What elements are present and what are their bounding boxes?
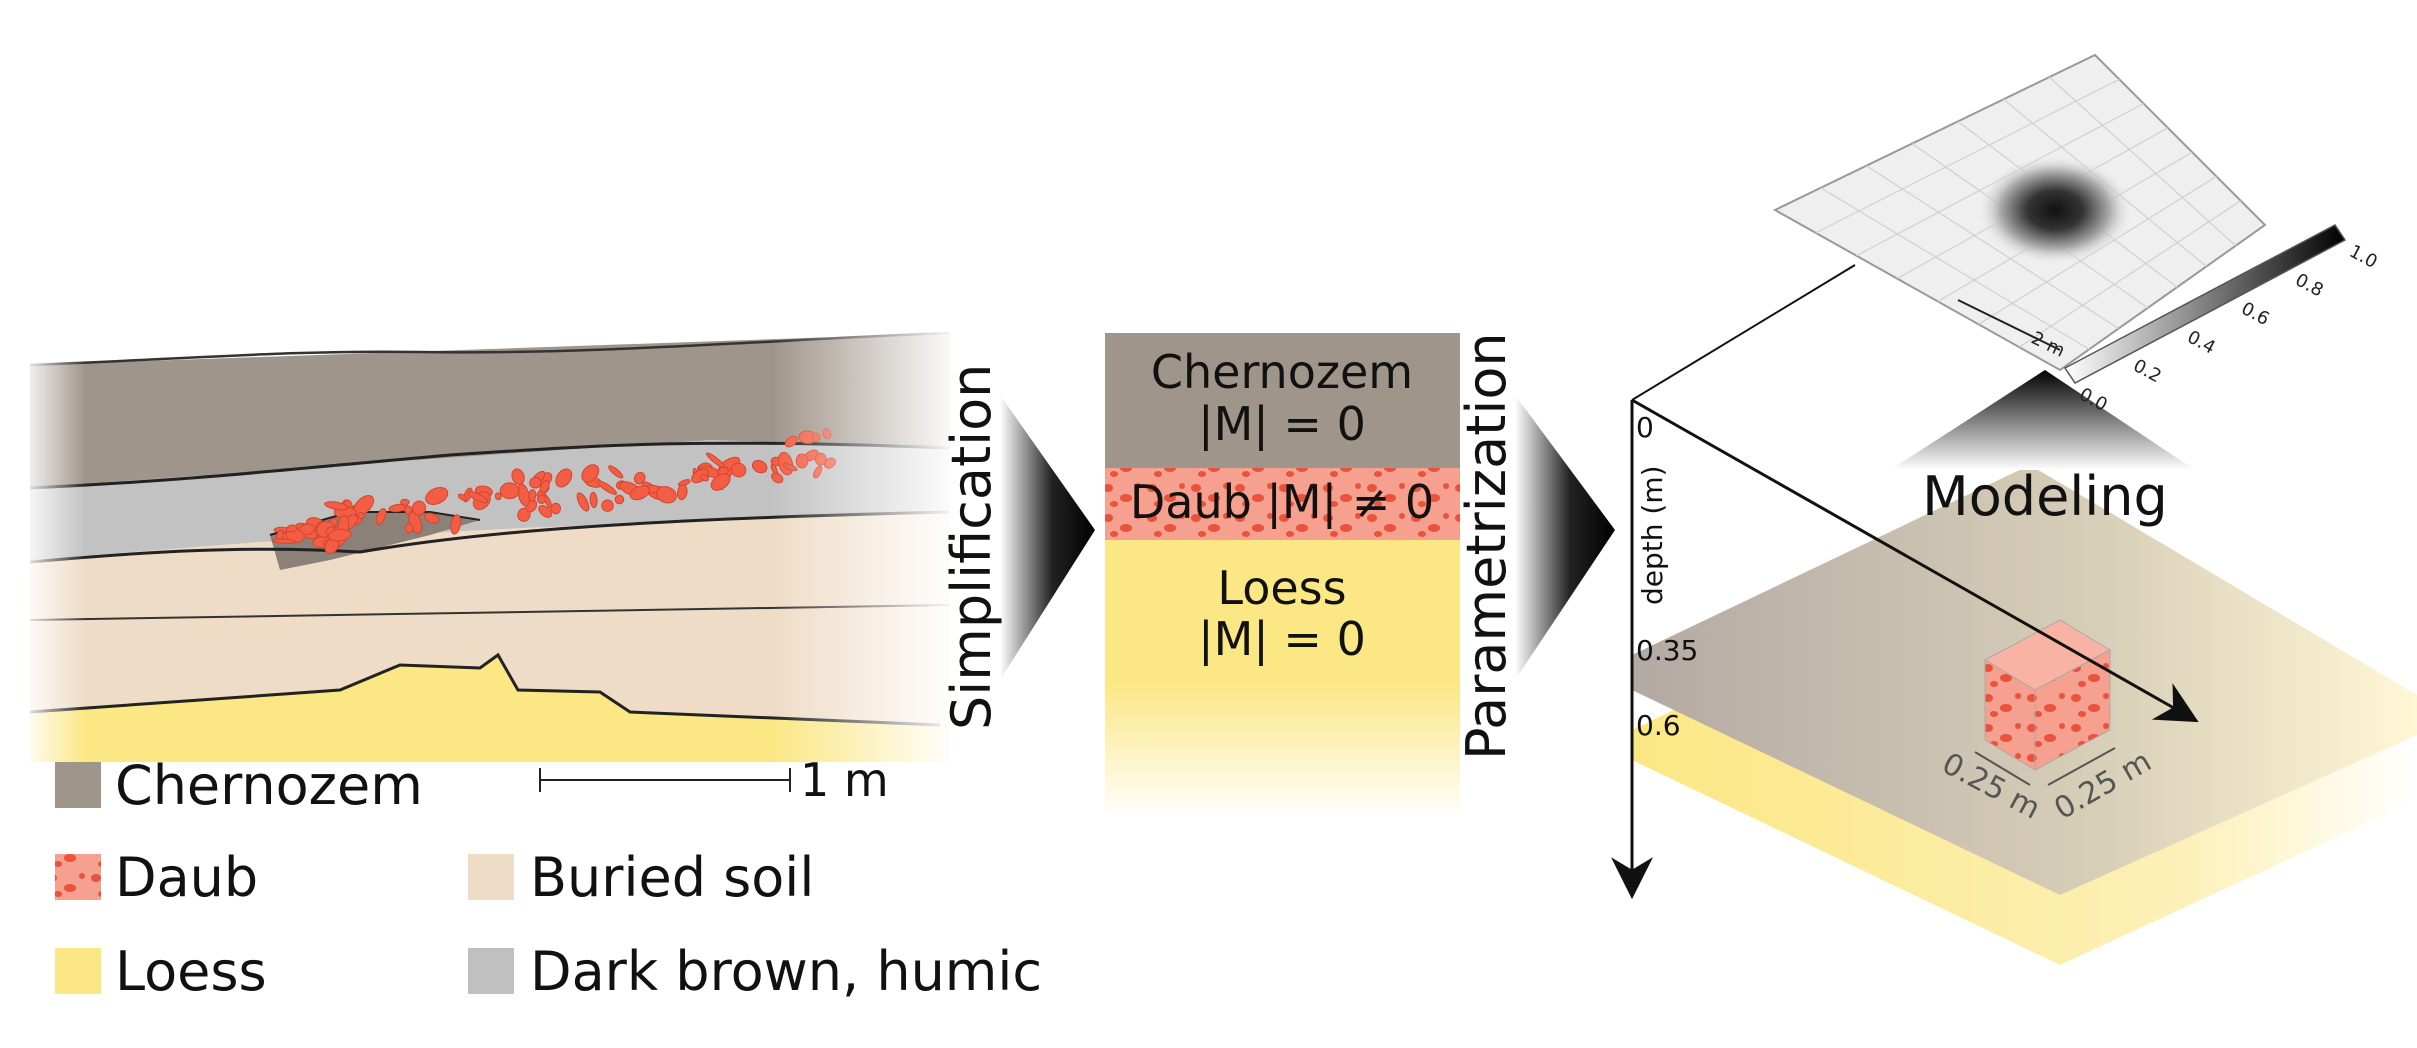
profile-scale-bar: 1 m	[539, 753, 889, 807]
legend-item-daub: Daub	[55, 846, 258, 909]
legend-swatch-buried-soil	[468, 854, 514, 900]
anomaly-map: 2 m 0.00.20.40.60.81.0	[1772, 53, 2381, 416]
step-label-modeling: Modeling	[1922, 465, 2168, 528]
legend-swatch-daub	[55, 854, 101, 900]
depth-tick-0: 0	[1636, 411, 1654, 444]
depth-axis-label: depth (m)	[1636, 465, 1669, 605]
colorbar-tick-label: 0.8	[2292, 269, 2327, 301]
legend-swatch-loess	[55, 948, 101, 994]
column-daub	[1105, 468, 1460, 540]
daub-cube	[1983, 619, 2112, 771]
legend-item-humic: Dark brown, humic	[468, 940, 1042, 1003]
step-arrow-modeling: Modeling	[1890, 370, 2195, 528]
step-label-simplification: Simplification	[940, 364, 1003, 730]
map-grid-line	[1820, 187, 2090, 350]
map-grid-line	[1866, 165, 2119, 330]
column-chernozem-name: Chernozem	[1151, 345, 1413, 399]
map-grid-line	[2048, 76, 2237, 247]
column-chernozem	[1105, 333, 1460, 468]
colorbar-tick-label: 1.0	[2346, 241, 2381, 273]
svg-text:Loess: Loess	[115, 940, 267, 1003]
legend: Chernozem Daub Loess Buried soil Dark br…	[55, 754, 1042, 1003]
map-anomaly	[1977, 155, 2133, 265]
legend-swatch-chernozem	[55, 762, 101, 808]
legend-item-loess: Loess	[55, 940, 267, 1003]
legend-swatch-humic	[468, 948, 514, 994]
svg-text:Dark brown, humic: Dark brown, humic	[530, 940, 1042, 1003]
column-daub-text: Daub |M| ≠ 0	[1130, 475, 1434, 530]
horizontal-axis	[1631, 398, 2199, 723]
map-grid-line	[1815, 78, 2120, 234]
step-label-parametrization: Parametrization	[1455, 332, 1518, 760]
column-loess-m: |M| = 0	[1198, 612, 1366, 667]
legend-item-chernozem: Chernozem	[55, 754, 423, 817]
svg-text:Chernozem: Chernozem	[115, 754, 423, 817]
svg-text:Buried soil: Buried soil	[530, 846, 814, 909]
legend-item-buried-soil: Buried soil	[468, 846, 814, 909]
step-arrow-simplification: Simplification	[940, 364, 1095, 730]
depth-tick-035: 0.35	[1636, 634, 1698, 667]
svg-text:Daub: Daub	[115, 846, 258, 909]
colorbar-tick-label: 0.6	[2238, 298, 2273, 330]
step-arrow-parametrization: Parametrization	[1455, 332, 1615, 760]
column-chernozem-m: |M| = 0	[1198, 397, 1366, 452]
map-grid-line	[2018, 200, 2242, 348]
profile-scale-label: 1 m	[800, 753, 889, 807]
soil-profile-drawing	[20, 330, 960, 770]
block-model: 0.25 m 0.25 m depth (m) 0 0.35 0.6	[1611, 264, 2417, 965]
simplified-column: Chernozem |M| = 0 Daub |M| ≠ 0 Loess |M|…	[1105, 333, 1460, 820]
axis-connector	[1631, 264, 1856, 401]
depth-tick-06: 0.6	[1636, 709, 1681, 742]
column-loess-name: Loess	[1217, 561, 1346, 615]
colorbar-tick-label: 0.4	[2184, 327, 2219, 359]
colorbar-tick-label: 0.2	[2130, 355, 2165, 387]
